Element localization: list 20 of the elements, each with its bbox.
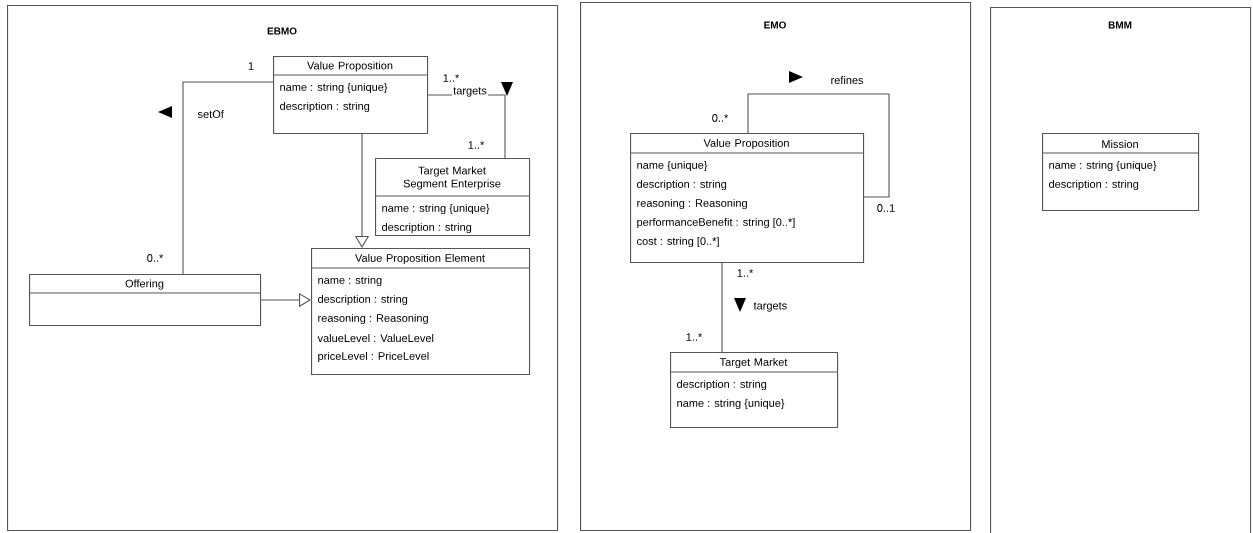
class-box: Value Proposition Element name : string description : string reasoning : Reasoning valueLevel : ValueLevel priceLevel : PriceLevel <box>310 248 531 376</box>
multiplicity: 1 <box>248 62 254 70</box>
edge-label: targets <box>452 86 488 98</box>
class-box: Value Proposition name {unique} description : string reasoning : Reasoning performanceBenefit : string [0..*] cost : string [0..*] <box>629 133 865 264</box>
association-line <box>747 93 890 198</box>
edge-label: refines <box>829 74 865 86</box>
edge-label: setOf <box>196 108 225 120</box>
multiplicity: 1..* <box>443 74 460 82</box>
association-line <box>721 262 723 353</box>
multiplicity: 0..* <box>147 254 164 262</box>
class-box: Value Proposition name : string {unique} description : string <box>272 56 429 135</box>
multiplicity: 0..* <box>712 114 729 122</box>
edge-label: targets <box>752 301 789 313</box>
association-line <box>182 81 274 275</box>
class-box: Target Market Segment Enterprise name : string {unique} description : string <box>374 158 531 237</box>
class-box: Mission name : string {unique} description : string <box>1041 133 1200 212</box>
multiplicity: 1..* <box>686 333 703 341</box>
class-box: Target Market description : string name : string {unique} <box>669 352 839 429</box>
class-box: Offering <box>28 274 262 327</box>
multiplicity: 0..1 <box>877 204 895 212</box>
